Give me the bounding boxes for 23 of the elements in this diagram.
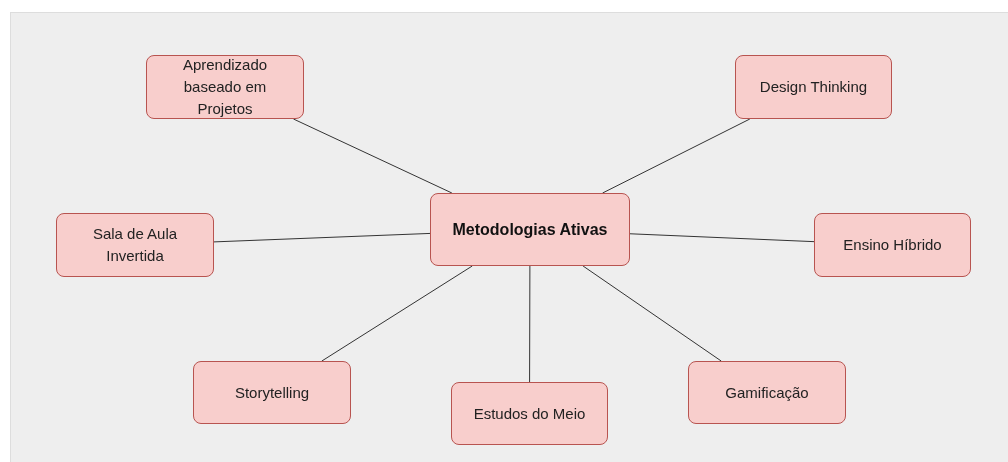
topic-label: Ensino Híbrido xyxy=(843,235,942,255)
topic-label: Storytelling xyxy=(234,382,310,403)
topic-box xyxy=(814,213,971,277)
connector-line xyxy=(582,265,722,362)
connector-line xyxy=(529,265,531,383)
topic-box xyxy=(193,361,351,424)
topic-box xyxy=(451,382,608,445)
central-topic-box xyxy=(430,193,630,266)
connector-line xyxy=(629,233,815,243)
connector-line xyxy=(213,232,431,243)
topic-box xyxy=(735,55,892,119)
topic-box xyxy=(146,55,304,119)
connector-line xyxy=(293,118,453,194)
topic-label: Gamificação xyxy=(725,382,809,403)
topic-label: Aprendizado baseado em Projetos xyxy=(181,55,269,119)
connector-line xyxy=(602,118,751,194)
topic-title: Metodologias Ativas xyxy=(452,219,608,240)
connector-line xyxy=(321,265,473,362)
topic-label: Estudos do Meio xyxy=(473,403,586,424)
topic-box xyxy=(688,361,846,424)
topic-label: Design Thinking xyxy=(759,77,868,97)
topic-label: Sala de Aula Invertida xyxy=(91,224,179,266)
topic-box xyxy=(56,213,214,277)
